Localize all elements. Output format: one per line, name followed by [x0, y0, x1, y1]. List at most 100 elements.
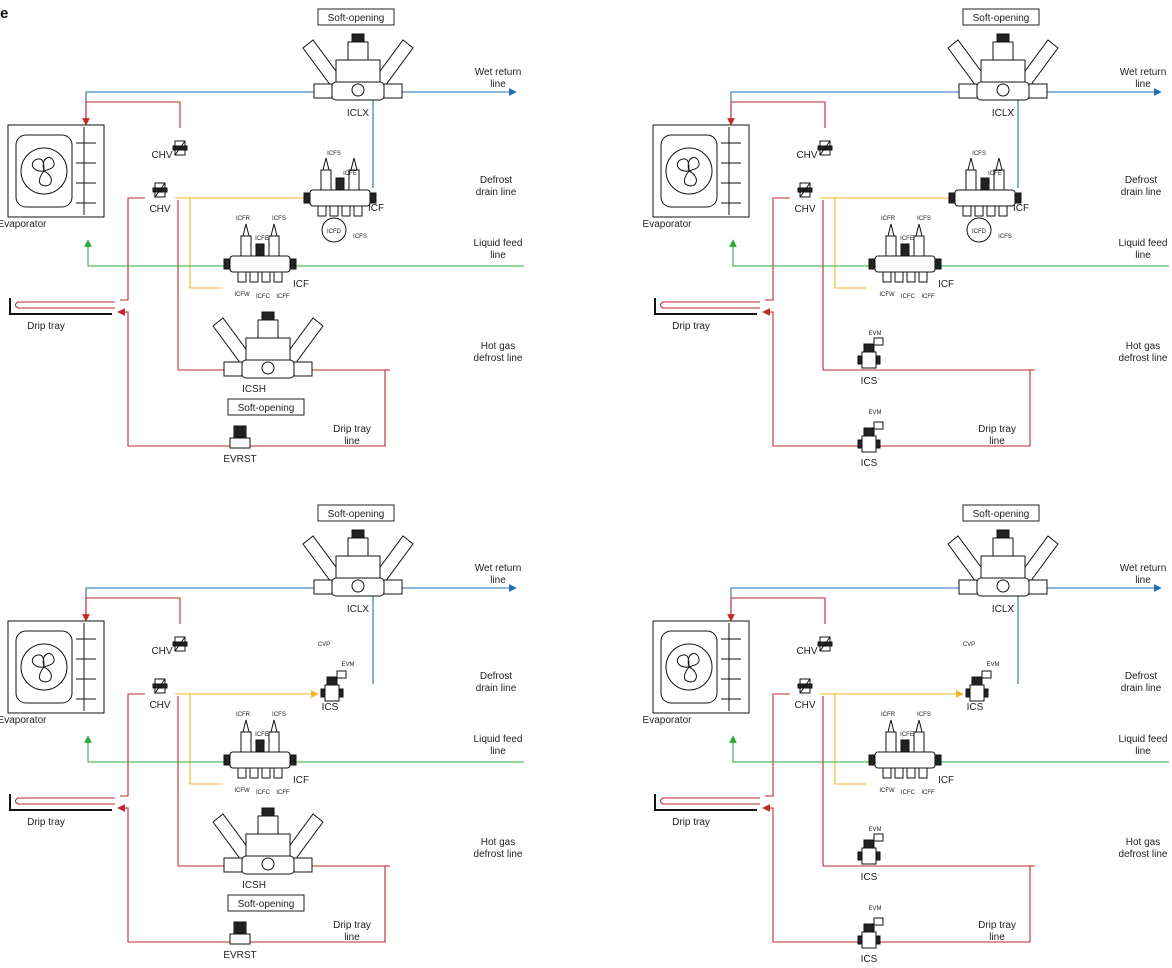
valve-top: [351, 529, 365, 539]
liquid-feed-label-2: line: [490, 250, 506, 261]
drip-tray-heating-pipe: [762, 308, 1031, 447]
chv-upper-label: CHV: [796, 150, 817, 161]
valve-bonnet: [980, 555, 1026, 579]
icf-lower-module-1: [249, 271, 259, 283]
icf-port-left: [868, 258, 876, 270]
ics-port-right: [875, 355, 881, 365]
ics-port-left: [857, 935, 863, 945]
liquid-feed-label-1: Liquid feed: [1119, 734, 1168, 745]
icfe-label: ICFE: [988, 171, 1002, 177]
hot-gas-label-1: Hot gas: [481, 837, 515, 848]
valve-center-icon: [996, 83, 1010, 97]
drip-tray-heating-coil: [14, 301, 115, 309]
valve-actuator: [347, 41, 369, 61]
icf-liquid-label: ICF: [293, 279, 309, 290]
drip-tray-line-label-2: line: [344, 436, 360, 447]
hot-gas-label-1: Hot gas: [1126, 341, 1160, 352]
icf-upper-tip-1: [915, 719, 923, 733]
icf-center-module: [335, 177, 345, 191]
hot-gas-label-2: defrost line: [474, 849, 523, 860]
valve-top: [996, 529, 1010, 539]
valve-actuator: [992, 41, 1014, 61]
icff-label: ICFF: [921, 294, 935, 300]
wet-return-label-2: line: [1135, 575, 1151, 586]
icf-port-left: [223, 754, 231, 766]
icf-upper-tip-0: [322, 157, 330, 171]
valve-port-left: [313, 579, 333, 595]
ics-top: [971, 676, 983, 686]
check-valve-diag: [799, 678, 811, 694]
valve-port-right: [383, 579, 403, 595]
drip-tray-pan: [9, 298, 112, 315]
iclx-label: ICLX: [992, 604, 1015, 615]
evrst-label: EVRST: [223, 454, 256, 465]
icf-drain-station: [948, 157, 1022, 217]
liquid-feed-pipe: [84, 239, 524, 267]
evaporator-label: Evaporator: [0, 219, 47, 230]
drip-tray-pan: [654, 794, 757, 811]
drip-tray: [9, 794, 115, 811]
iclx-valve: [947, 33, 1059, 101]
icfw-label: ICFW: [234, 788, 250, 794]
icf-lower-module-2: [906, 271, 916, 283]
drip-tray-heating-pipe: [117, 308, 386, 447]
chv-upper-label: CHV: [151, 646, 172, 657]
icf-body: [229, 255, 291, 273]
icf-upper-module-0: [320, 169, 332, 191]
icf-lower-module-0: [962, 205, 972, 217]
icf-body: [874, 255, 936, 273]
icfe-label-2: ICFE: [255, 732, 269, 738]
evrst-coil: [233, 425, 247, 439]
wet-return-label-1: Wet return: [1120, 563, 1167, 574]
liquid-feed-label-1: Liquid feed: [1119, 238, 1168, 249]
drip-tray-line-label-2: line: [989, 932, 1005, 943]
icf-port-left: [303, 192, 311, 204]
evm-coil: [981, 670, 992, 679]
valve-port-right: [293, 857, 313, 873]
evrst-valve: [229, 425, 251, 449]
icfw-label: ICFW: [234, 292, 250, 298]
icsh-label: ICSH: [242, 880, 266, 891]
ics-tray-label: ICS: [861, 458, 878, 469]
icf-upper-tip-0: [887, 223, 895, 237]
icf-drain-label: ICF: [368, 203, 384, 214]
icf-lower-module-0: [882, 767, 892, 779]
ics-port-right: [875, 439, 881, 449]
ics-port-left: [320, 688, 326, 698]
soft-opening-box: [317, 8, 395, 26]
check-valve-diag: [799, 182, 811, 198]
chv-valve-upper: [817, 636, 833, 652]
ics-port-right: [875, 935, 881, 945]
iclx-valve: [302, 33, 414, 101]
drip-tray: [654, 794, 760, 811]
valve-port-left: [223, 857, 243, 873]
icfr-label: ICFR: [881, 712, 896, 718]
icfs-label-2: ICFS: [998, 234, 1012, 240]
ics-port-left: [965, 688, 971, 698]
valve-top: [261, 311, 275, 321]
drip-tray-line-label-1: Drip tray: [978, 920, 1016, 931]
ics-drain-label: ICS: [322, 702, 339, 713]
ics-body: [324, 684, 340, 702]
drip-tray-line-label-2: line: [344, 932, 360, 943]
icf-center-module: [255, 739, 265, 753]
icf-upper-tip-0: [967, 157, 975, 171]
icf-lower-module-3: [998, 205, 1008, 217]
valve-actuator: [992, 537, 1014, 557]
evm-label-3: EVM: [868, 410, 881, 416]
icf-liquid-station: [868, 719, 942, 779]
drip-tray-line-label-2: line: [989, 436, 1005, 447]
ics-drain-label: ICS: [967, 702, 984, 713]
ics-tray-label: ICS: [861, 954, 878, 965]
chv-lower-label: CHV: [794, 700, 815, 711]
chv-valve-upper: [172, 140, 188, 156]
hot-gas-top-pipe: [82, 101, 181, 128]
icf-upper-tip-0: [242, 223, 250, 237]
evrst-label: EVRST: [223, 950, 256, 961]
icf-lower-module-1: [894, 767, 904, 779]
ics-port-right: [875, 851, 881, 861]
